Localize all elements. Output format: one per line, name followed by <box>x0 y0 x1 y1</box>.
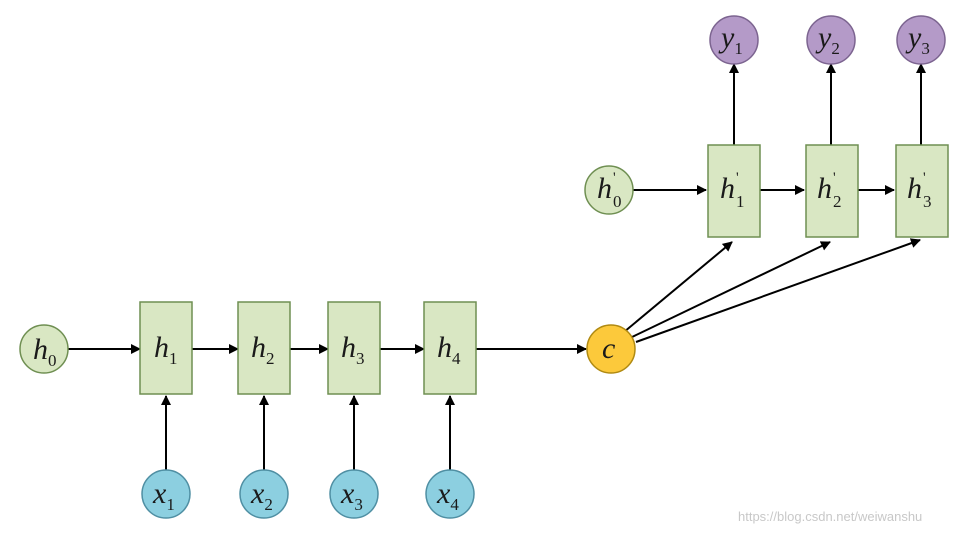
edges <box>68 63 926 470</box>
output-y3-node: y3 <box>896 15 946 65</box>
encoder-h3-node: h3 <box>327 301 381 395</box>
edge-c-dh3 <box>635 238 921 343</box>
svg-text:h0: h0 <box>33 333 57 370</box>
svg-text:h: h <box>720 172 735 205</box>
svg-text:': ' <box>833 170 836 186</box>
edge-c-dh2 <box>631 241 831 338</box>
svg-text:h: h <box>597 172 612 205</box>
svg-text:2: 2 <box>833 192 842 211</box>
output-y1-node: y1 <box>709 15 759 65</box>
decoder-h2-node: h ' 2 <box>805 144 859 238</box>
svg-text:3: 3 <box>923 192 932 211</box>
encoder-h2-node: h2 <box>237 301 291 395</box>
input-x4-node: x4 <box>425 469 475 519</box>
svg-text:h1: h1 <box>154 331 178 368</box>
svg-text:c: c <box>602 332 615 365</box>
svg-text:0: 0 <box>613 192 622 211</box>
input-x1-node: x1 <box>141 469 191 519</box>
svg-text:y3: y3 <box>905 21 930 58</box>
svg-text:x4: x4 <box>436 477 459 514</box>
watermark-text: https://blog.csdn.net/weiwanshu <box>738 509 922 524</box>
svg-text:h: h <box>817 172 832 205</box>
input-x3-node: x3 <box>329 469 379 519</box>
svg-text:y1: y1 <box>718 21 743 58</box>
output-y2-node: y2 <box>806 15 856 65</box>
svg-text:1: 1 <box>736 192 745 211</box>
decoder-h3-node: h ' 3 <box>895 144 949 238</box>
svg-text:y2: y2 <box>815 21 840 58</box>
svg-text:x1: x1 <box>152 477 175 514</box>
svg-text:': ' <box>923 170 926 186</box>
svg-text:h3: h3 <box>341 331 365 368</box>
encoder-h1-node: h1 <box>139 301 193 395</box>
input-x2-node: x2 <box>239 469 289 519</box>
svg-text:h4: h4 <box>437 331 461 368</box>
svg-text:': ' <box>736 170 739 186</box>
svg-text:x2: x2 <box>250 477 273 514</box>
edge-c-dh1 <box>623 241 733 333</box>
decoder-h1-node: h ' 1 <box>707 144 761 238</box>
decoder-h0-node: h ' 0 <box>584 165 634 215</box>
svg-text:x3: x3 <box>340 477 363 514</box>
context-c-node: c <box>586 324 636 374</box>
svg-text:h: h <box>907 172 922 205</box>
svg-text:h2: h2 <box>251 331 275 368</box>
svg-text:': ' <box>613 170 616 186</box>
encoder-h0-node: h0 <box>19 324 69 374</box>
encoder-h4-node: h4 <box>423 301 477 395</box>
